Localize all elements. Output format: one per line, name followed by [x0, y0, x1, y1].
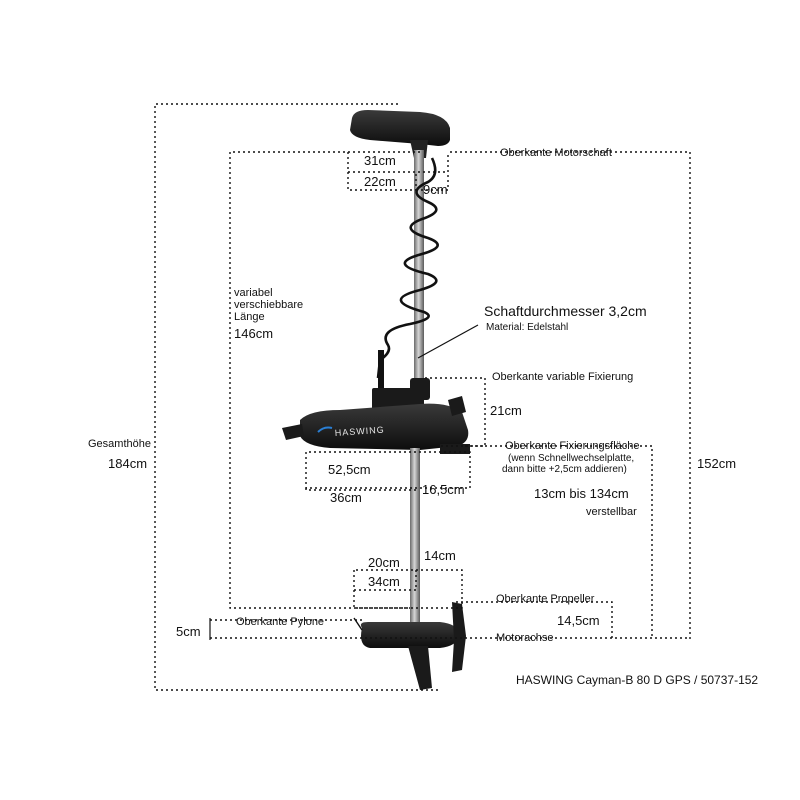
pylon-34-box — [353, 590, 463, 609]
label-14-5cm: 14,5cm — [557, 613, 600, 628]
skeg — [408, 646, 432, 690]
shaft-length-line — [450, 151, 691, 640]
head-brand-text: HASWING — [334, 425, 385, 438]
label-20cm: 20cm — [368, 555, 400, 570]
handle-22-box — [347, 172, 417, 191]
label-5cm: 5cm — [176, 624, 201, 639]
trolling-motor: HASWING — [282, 110, 470, 690]
tiller-handle — [350, 110, 450, 146]
head-36-box — [305, 488, 417, 491]
label-22cm: 22cm — [364, 174, 396, 189]
label-21cm: 21cm — [490, 403, 522, 418]
label-var-fixation: Oberkante variable Fixierung — [492, 371, 633, 383]
dimension-lines — [154, 103, 691, 691]
head-525-box — [305, 451, 471, 489]
upper-shaft — [414, 150, 424, 380]
label-gesamthoehe: Gesamthöhe — [88, 438, 151, 450]
label-16-5cm: 16,5cm — [422, 482, 465, 497]
product-caption: HASWING Cayman-B 80 D GPS / 50737-152 — [516, 673, 758, 687]
label-9cm: 9cm — [423, 182, 448, 197]
total-height-line — [154, 103, 440, 691]
label-shaft-diameter: Schaftdurchmesser 3,2cm — [484, 303, 647, 319]
label-motor-axis: Motorachse — [496, 632, 553, 644]
label-52-5cm: 52,5cm — [328, 462, 371, 477]
label-variabel-3: Länge — [234, 311, 265, 323]
pylon-14-box — [416, 569, 463, 590]
label-top-shaft: Oberkante Motorschaft — [500, 147, 612, 159]
label-material: Material: Edelstahl — [486, 322, 568, 333]
cable-end — [378, 350, 384, 392]
label-fix-note-2: dann bitte +2,5cm addieren) — [502, 464, 627, 475]
head-left-lever — [282, 424, 304, 440]
label-variabel-1: variabel — [234, 287, 273, 299]
label-152cm: 152cm — [697, 456, 736, 471]
coiled-cable — [376, 157, 439, 379]
label-variabel-2: verschiebbare — [234, 299, 303, 311]
handle-9-box — [416, 172, 449, 191]
pylon-20-box — [353, 569, 417, 591]
label-fix-note-1: (wenn Schnellwechselplatte, — [508, 453, 634, 464]
variable-length-line — [229, 151, 420, 609]
label-146cm: 146cm — [234, 326, 273, 341]
propeller — [452, 602, 466, 672]
label-top-propeller: Oberkante Propeller — [496, 593, 595, 605]
brand-accent — [317, 426, 333, 433]
label-36cm: 36cm — [330, 490, 362, 505]
label-adjustable: verstellbar — [586, 506, 637, 518]
fixation-block — [372, 388, 424, 410]
fixation-21-box — [425, 377, 486, 447]
lower-shaft — [410, 448, 420, 623]
label-top-pylon: Oberkante Pylone — [236, 616, 324, 628]
label-fix-surface: Oberkante Fixierungsfläche — [505, 440, 640, 452]
head-side-knob — [448, 396, 466, 416]
motor-head — [300, 403, 469, 450]
label-34cm: 34cm — [368, 574, 400, 589]
lower-unit — [360, 622, 460, 648]
labels: Oberkante Motorschaft 31cm 22cm 9cm vari… — [88, 147, 758, 687]
label-range: 13cm bis 134cm — [534, 486, 629, 501]
propeller-top-line — [456, 601, 613, 638]
label-14cm: 14cm — [424, 548, 456, 563]
adjust-range-line — [465, 445, 653, 638]
label-31cm: 31cm — [364, 153, 396, 168]
shaft-diameter-leader — [417, 324, 479, 359]
handle-31-box — [347, 152, 449, 173]
bracket-foot — [440, 444, 470, 454]
label-184cm: 184cm — [108, 456, 147, 471]
